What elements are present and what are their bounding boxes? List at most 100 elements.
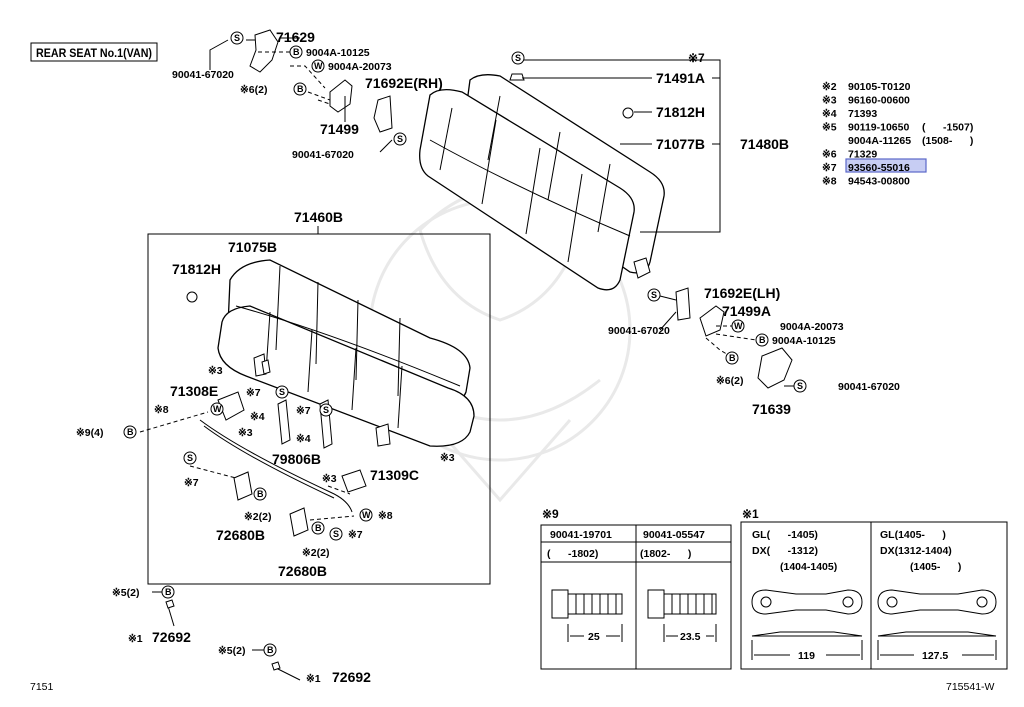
label-7-b[interactable]: ※7 bbox=[296, 405, 311, 417]
legend-mark: ※4 bbox=[822, 108, 837, 120]
label-9004a-20073[interactable]: 9004A-20073 bbox=[780, 321, 844, 333]
label-2-2-a[interactable]: ※2(2) bbox=[244, 511, 271, 523]
label-7-a[interactable]: ※7 bbox=[246, 387, 261, 399]
label-72692-a[interactable]: 72692 bbox=[152, 629, 191, 645]
label-71309c[interactable]: 71309C bbox=[370, 467, 419, 483]
label-3-b[interactable]: ※3 bbox=[238, 427, 253, 439]
label-90041-67020[interactable]: 90041-67020 bbox=[838, 381, 900, 393]
nut-71491a bbox=[509, 73, 525, 81]
label-72680b-b[interactable]: 72680B bbox=[278, 563, 327, 579]
label-9-4[interactable]: ※9(4) bbox=[76, 427, 103, 439]
label-1-a[interactable]: ※1 bbox=[128, 633, 143, 645]
stay-72692-a[interactable] bbox=[165, 599, 175, 627]
stop-72680b-a[interactable] bbox=[233, 471, 253, 501]
lock-bracket-71309c[interactable] bbox=[341, 469, 367, 493]
label-90041-67020[interactable]: 90041-67020 bbox=[172, 69, 234, 81]
label-1-b[interactable]: ※1 bbox=[306, 673, 321, 685]
hinge-71499[interactable] bbox=[329, 79, 353, 113]
rod-79806b[interactable] bbox=[199, 419, 353, 513]
box1-left-dim: 119 bbox=[798, 650, 815, 662]
svg-text:S: S bbox=[279, 387, 285, 397]
bracket-71692e-rh[interactable] bbox=[373, 95, 393, 133]
legend-code[interactable]: 94543-00800 bbox=[848, 176, 910, 188]
label-6-2[interactable]: ※6(2) bbox=[716, 375, 743, 387]
label-79806b[interactable]: 79806B bbox=[272, 451, 321, 467]
lock-bracket-71308e[interactable] bbox=[217, 391, 245, 421]
legend-mark: ※5 bbox=[822, 122, 837, 134]
label-6-2[interactable]: ※6(2) bbox=[240, 84, 267, 96]
seat-back-assembly[interactable] bbox=[419, 73, 665, 291]
label-71480b[interactable]: 71480B bbox=[740, 136, 789, 152]
legend-code[interactable]: 90119-10650 bbox=[848, 122, 909, 134]
label-9004a-10125[interactable]: 9004A-10125 bbox=[772, 335, 836, 347]
symbol-s: S bbox=[230, 31, 244, 45]
label-2-2-b[interactable]: ※2(2) bbox=[302, 547, 329, 559]
label-9004a-10125[interactable]: 9004A-10125 bbox=[306, 47, 370, 59]
label-71499a[interactable]: 71499A bbox=[722, 303, 771, 319]
label-71499[interactable]: 71499 bbox=[320, 121, 359, 137]
label-9004a-20073[interactable]: 9004A-20073 bbox=[328, 61, 392, 73]
label-5-2-b[interactable]: ※5(2) bbox=[218, 645, 245, 657]
label-4-a[interactable]: ※4 bbox=[250, 411, 265, 423]
clip-71812h-left[interactable] bbox=[186, 291, 198, 303]
label-3-c[interactable]: ※3 bbox=[440, 452, 455, 464]
label-71077b[interactable]: 71077B bbox=[656, 136, 705, 152]
label-71692e-rh[interactable]: 71692E(RH) bbox=[365, 75, 443, 91]
legend bbox=[845, 158, 927, 173]
box9-col1-code[interactable]: 90041-19701 bbox=[550, 529, 612, 541]
label-71460b[interactable]: 71460B bbox=[294, 209, 343, 225]
svg-text:W: W bbox=[314, 61, 323, 71]
symbol-b: B bbox=[725, 351, 739, 365]
label-4-b[interactable]: ※4 bbox=[296, 433, 311, 445]
legend-mark: ※6 bbox=[822, 149, 837, 161]
hinge-cover-71629[interactable] bbox=[249, 29, 279, 73]
symbol-w: W bbox=[311, 59, 325, 73]
legend-code[interactable]: 90105-T0120 bbox=[848, 81, 911, 93]
box9-col2-code[interactable]: 90041-05547 bbox=[643, 529, 705, 541]
hinge-cover-71639[interactable] bbox=[757, 347, 793, 389]
stop-72680b-b[interactable] bbox=[289, 507, 309, 537]
hinge-71499a[interactable] bbox=[699, 305, 725, 337]
clip-71812h[interactable] bbox=[622, 107, 634, 119]
label-7-d[interactable]: ※7 bbox=[348, 529, 363, 541]
box1-right-dim: 127.5 bbox=[922, 650, 948, 662]
legend-code[interactable]: 71329 bbox=[848, 149, 877, 161]
svg-text:B: B bbox=[729, 353, 736, 363]
box1-right-line-3: (1405- ) bbox=[910, 561, 961, 573]
legend-code[interactable]: 9004A-11265 bbox=[848, 135, 911, 147]
legend-code-highlighted[interactable]: 93560-55016 bbox=[848, 162, 910, 174]
label-7-top[interactable]: ※7 bbox=[688, 51, 705, 65]
label-72692-b[interactable]: 72692 bbox=[332, 669, 371, 685]
label-71812h-top[interactable]: 71812H bbox=[656, 104, 705, 120]
label-8-w[interactable]: ※8 bbox=[154, 404, 169, 416]
svg-text:S: S bbox=[515, 53, 521, 63]
legend-code[interactable]: 71393 bbox=[848, 108, 877, 120]
bolt-detail-box bbox=[540, 524, 732, 670]
legend-code[interactable]: 96160-00600 bbox=[848, 95, 910, 107]
label-71639[interactable]: 71639 bbox=[752, 401, 791, 417]
symbol-b: B bbox=[161, 585, 175, 599]
symbol-s: S bbox=[329, 527, 343, 541]
label-72680b-a[interactable]: 72680B bbox=[216, 527, 265, 543]
label-71629[interactable]: 71629 bbox=[276, 29, 315, 45]
label-90041-67020[interactable]: 90041-67020 bbox=[608, 325, 670, 337]
label-7-c[interactable]: ※7 bbox=[184, 477, 199, 489]
label-71491a[interactable]: 71491A bbox=[656, 70, 705, 86]
seat-cushion-assembly[interactable] bbox=[217, 259, 475, 447]
label-71075b[interactable]: 71075B bbox=[228, 239, 277, 255]
label-90041-67020[interactable]: 90041-67020 bbox=[292, 149, 354, 161]
box1-left-line-1: GL( -1405) bbox=[752, 529, 818, 541]
bracket-71692e-lh[interactable] bbox=[675, 287, 691, 321]
label-71692e-lh[interactable]: 71692E(LH) bbox=[704, 285, 780, 301]
label-5-2-a[interactable]: ※5(2) bbox=[112, 587, 139, 599]
label-3-a[interactable]: ※3 bbox=[208, 365, 223, 377]
stay-72692-b[interactable] bbox=[271, 661, 301, 681]
label-8-b[interactable]: ※8 bbox=[378, 510, 393, 522]
svg-text:S: S bbox=[234, 33, 240, 43]
label-71308e[interactable]: 71308E bbox=[170, 383, 218, 399]
svg-text:S: S bbox=[797, 381, 803, 391]
svg-text:W: W bbox=[362, 510, 371, 520]
label-71812h-left[interactable]: 71812H bbox=[172, 261, 221, 277]
label-3-d[interactable]: ※3 bbox=[322, 473, 337, 485]
